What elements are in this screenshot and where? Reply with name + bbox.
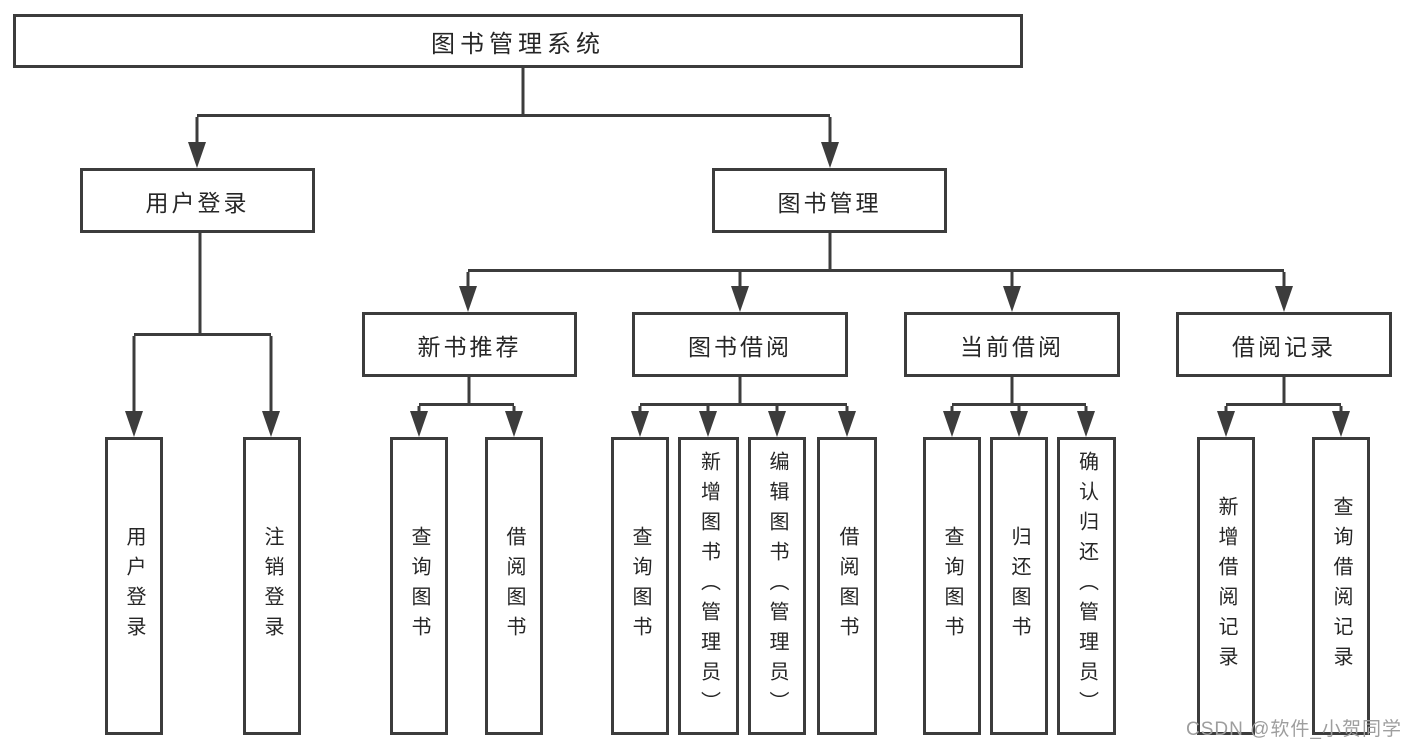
leaf-return-books: 归还图书 bbox=[990, 437, 1048, 735]
leaf-label: 确认归还（管理员） bbox=[1075, 451, 1098, 721]
leaf-user-login: 用户登录 bbox=[105, 437, 163, 735]
node-root-system: 图书管理系统 bbox=[13, 14, 1023, 68]
leaf-label: 编辑图书（管理员） bbox=[766, 451, 788, 721]
node-label: 图书借阅 bbox=[688, 333, 792, 360]
leaf-label: 查询借阅记录 bbox=[1330, 496, 1352, 676]
node-current-borrow: 当前借阅 bbox=[904, 312, 1120, 377]
node-user-login: 用户登录 bbox=[80, 168, 315, 233]
node-label: 图书管理系统 bbox=[431, 30, 605, 58]
leaf-borrow-books-1: 借阅图书 bbox=[485, 437, 543, 735]
leaf-label: 注销登录 bbox=[261, 526, 283, 646]
leaf-label: 借阅图书 bbox=[836, 526, 858, 646]
leaf-add-books-admin: 新增图书（管理员） bbox=[678, 437, 739, 735]
leaf-label: 新增图书（管理员） bbox=[697, 451, 720, 721]
leaf-query-borrow-record: 查询借阅记录 bbox=[1312, 437, 1370, 735]
leaf-logout: 注销登录 bbox=[243, 437, 301, 735]
node-book-borrow: 图书借阅 bbox=[632, 312, 848, 377]
leaf-label: 借阅图书 bbox=[503, 526, 525, 646]
node-label: 借阅记录 bbox=[1232, 333, 1336, 360]
csdn-watermark: CSDN @软件_小贺同学 bbox=[1186, 719, 1402, 740]
node-borrow-records: 借阅记录 bbox=[1176, 312, 1392, 377]
leaf-label: 归还图书 bbox=[1008, 526, 1030, 646]
leaf-query-books-2: 查询图书 bbox=[611, 437, 669, 735]
leaf-label: 查询图书 bbox=[629, 526, 651, 646]
node-book-management: 图书管理 bbox=[712, 168, 947, 233]
connector-lines bbox=[132, 67, 1343, 420]
leaf-label: 查询图书 bbox=[408, 526, 430, 646]
node-new-book-recommend: 新书推荐 bbox=[362, 312, 577, 377]
leaf-add-borrow-record: 新增借阅记录 bbox=[1197, 437, 1255, 735]
leaf-query-books-3: 查询图书 bbox=[923, 437, 981, 735]
node-label: 图书管理 bbox=[777, 189, 882, 216]
leaf-label: 新增借阅记录 bbox=[1215, 496, 1237, 676]
leaf-confirm-return-admin: 确认归还（管理员） bbox=[1057, 437, 1116, 735]
leaf-borrow-books-2: 借阅图书 bbox=[817, 437, 877, 735]
leaf-label: 查询图书 bbox=[941, 526, 963, 646]
node-label: 当前借阅 bbox=[960, 333, 1064, 360]
node-label: 用户登录 bbox=[145, 189, 250, 216]
leaf-label: 用户登录 bbox=[123, 526, 145, 646]
arrowheads bbox=[125, 142, 1350, 437]
leaf-query-books-1: 查询图书 bbox=[390, 437, 448, 735]
node-label: 新书推荐 bbox=[417, 333, 522, 360]
leaf-edit-books-admin: 编辑图书（管理员） bbox=[748, 437, 806, 735]
